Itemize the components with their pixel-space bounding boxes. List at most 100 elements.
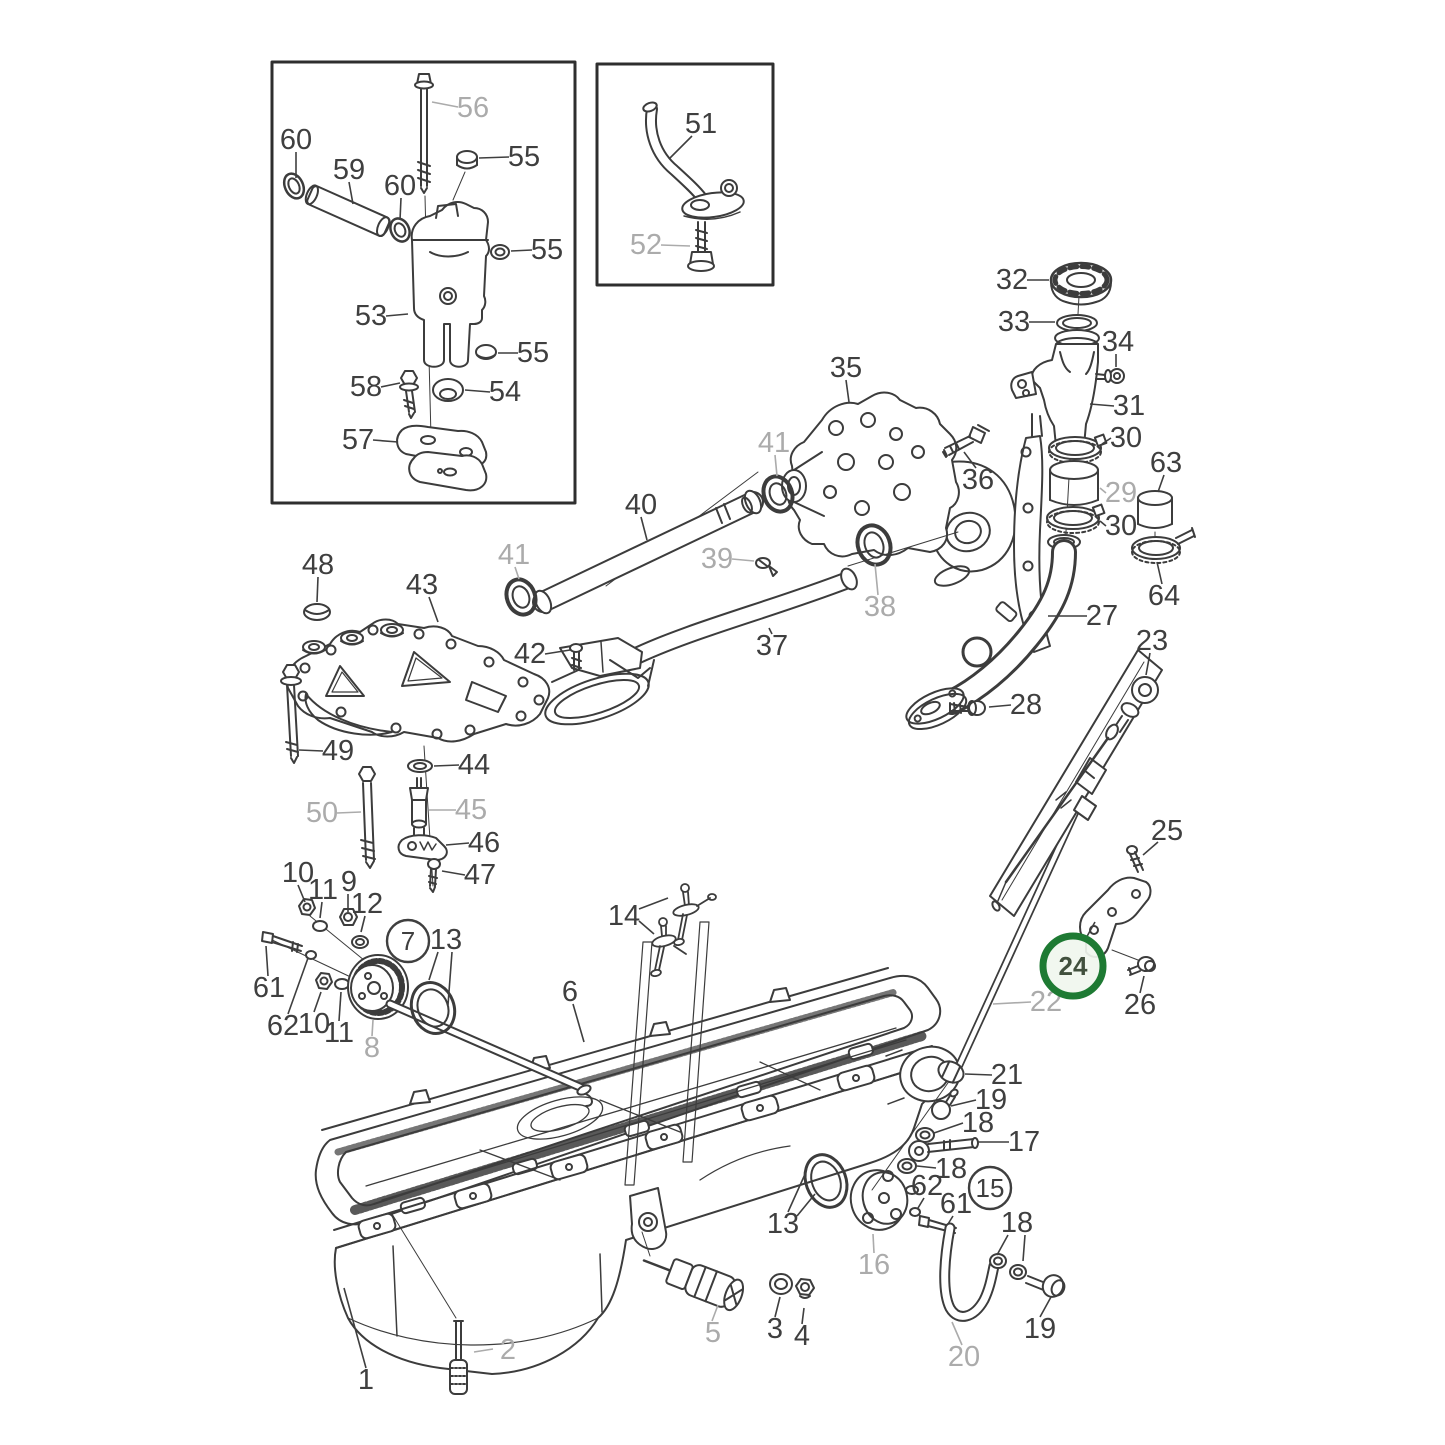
- part-label-20: 20: [948, 1321, 980, 1373]
- part-number-text: 31: [1113, 390, 1145, 422]
- part-number-text: 46: [468, 827, 500, 859]
- part-label-13: 13: [767, 1171, 816, 1240]
- leader-line: [544, 649, 571, 655]
- part-label-39: 39: [701, 543, 755, 575]
- part-number-text: 7: [401, 926, 415, 956]
- bolt-56-drawing: [414, 73, 434, 194]
- leader-line: [265, 945, 269, 977]
- part-label-60: 60: [384, 170, 416, 221]
- part-label-35: 35: [830, 352, 862, 403]
- part-number-text: 63: [1150, 447, 1182, 479]
- part-number-text: 35: [830, 352, 862, 384]
- seal-ring-13-rear-drawing: [803, 1153, 849, 1209]
- part-label-55: 55: [510, 234, 563, 266]
- part-label-54: 54: [464, 376, 521, 408]
- part-label-18: 18: [996, 1207, 1033, 1262]
- leader-line: [360, 915, 366, 933]
- hose-29-drawing: [1049, 460, 1099, 506]
- part-label-55: 55: [478, 141, 540, 173]
- part-label-37: 37: [756, 627, 788, 662]
- oil-pan-group-drawing: [314, 883, 961, 1375]
- part-number-text: 39: [701, 543, 733, 575]
- part-number-text: 20: [948, 1341, 980, 1373]
- leader-line: [431, 101, 459, 108]
- part-number-text: 1: [358, 1364, 374, 1396]
- pan-rim-tabs-drawing: [357, 1064, 876, 1240]
- leader-line: [933, 1122, 964, 1134]
- part-label-23: 23: [1136, 625, 1168, 676]
- oil-hose-20-drawing: [939, 1222, 1000, 1322]
- part-number-text: 50: [306, 797, 338, 829]
- part-number-text: 36: [962, 464, 994, 496]
- part-number-text: 42: [514, 638, 546, 670]
- nut-10-lower-drawing: [315, 972, 333, 990]
- pump-cover-16-drawing: [849, 1169, 919, 1231]
- part-label-62: 62: [267, 957, 309, 1042]
- part-label-11: 11: [308, 874, 338, 919]
- part-number-text: 61: [940, 1188, 972, 1220]
- leader-line: [428, 596, 439, 623]
- seal-ring-41-left-drawing: [504, 577, 538, 617]
- leader-line: [297, 884, 306, 903]
- part-number-text: 60: [384, 170, 416, 202]
- seal-washer-18-c-drawing: [989, 1253, 1007, 1269]
- leader-line: [287, 957, 309, 1015]
- part-number-text: 29: [1105, 477, 1137, 509]
- leader-line: [951, 1321, 963, 1346]
- leader-line: [473, 1348, 494, 1353]
- banjo-bolt-19-lower-drawing: [1025, 1274, 1066, 1298]
- part-label-11: 11: [324, 991, 354, 1049]
- leader-line: [338, 991, 342, 1022]
- part-label-26: 26: [1124, 975, 1156, 1021]
- part-label-5: 5: [705, 1304, 721, 1349]
- leader-line: [1099, 520, 1107, 527]
- underside-parts-drawing: [449, 1153, 919, 1395]
- part-number-text: 30: [1105, 510, 1137, 542]
- part-number-text: 19: [975, 1084, 1007, 1116]
- leader-line: [874, 563, 879, 596]
- leader-line: [399, 197, 402, 221]
- bolt-50-drawing: [358, 766, 376, 869]
- assembly-circle: [967, 1165, 1013, 1211]
- leader-line: [380, 382, 401, 388]
- part-number-text: 25: [1151, 815, 1183, 847]
- part-number-text: 64: [1148, 580, 1180, 612]
- leader-line: [1145, 652, 1151, 676]
- leader-line: [1099, 487, 1107, 494]
- seal-ring-38-drawing: [855, 523, 893, 567]
- leader-line: [316, 576, 319, 603]
- leader-line: [478, 156, 510, 159]
- part-label-29: 29: [1099, 477, 1137, 509]
- ring-55-middle-drawing: [490, 244, 510, 260]
- part-number-text: 23: [1136, 625, 1168, 657]
- part-number-text: 21: [991, 1059, 1023, 1091]
- part-number-text: 40: [625, 489, 657, 521]
- part-number-text: 28: [1010, 689, 1042, 721]
- part-label-64: 64: [1148, 561, 1180, 612]
- oil-pump-housing-35-drawing: [781, 391, 1017, 587]
- bolt-34-drawing: [1095, 368, 1125, 384]
- leader-line: [313, 991, 322, 1013]
- seal-ring-13-front-drawing: [409, 981, 457, 1035]
- washer-62-rear-drawing: [909, 1207, 921, 1217]
- part-number-text: 11: [324, 1017, 354, 1049]
- part-number-text: 57: [342, 424, 374, 456]
- hose-clamp-64-drawing: [1131, 527, 1196, 564]
- part-label-58: 58: [350, 371, 401, 403]
- bolt-52-drawing: [687, 221, 715, 272]
- part-number-text: 34: [1102, 326, 1134, 358]
- part-number-text: 61: [253, 972, 285, 1004]
- seal-ring-60-right-drawing: [389, 217, 411, 243]
- part-label-47: 47: [441, 859, 496, 891]
- part-label-14: 14: [608, 897, 669, 935]
- leader-line: [638, 897, 669, 910]
- filler-neck-31-drawing: [1010, 329, 1100, 459]
- leader-line: [774, 454, 778, 477]
- leader-line: [371, 1019, 374, 1037]
- part-number-text: 2: [500, 1334, 516, 1366]
- leader-line: [1139, 975, 1145, 994]
- grommets-on-bracket-drawing: [302, 623, 404, 655]
- bolt-58-drawing: [399, 370, 419, 419]
- oil-pressure-sensor-5-drawing: [642, 1258, 745, 1312]
